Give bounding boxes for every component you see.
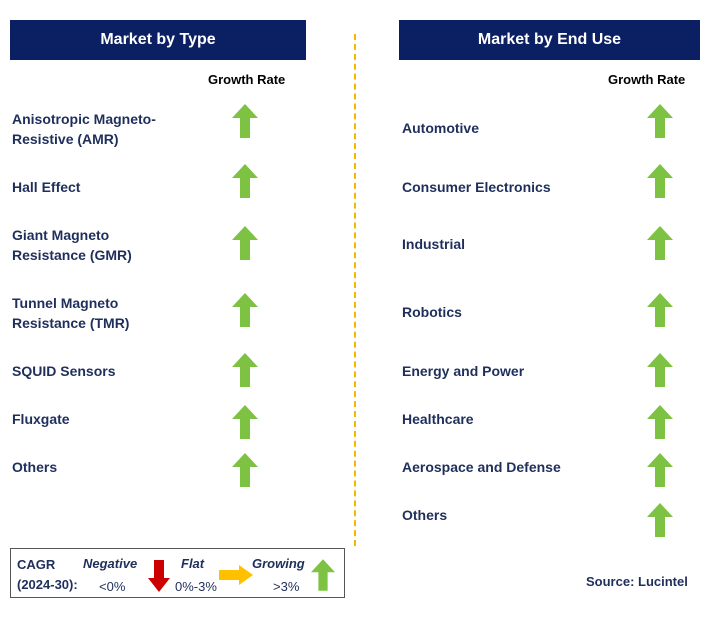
type-item-label: Tunnel Magneto (12, 295, 119, 311)
up-arrow-icon (647, 164, 673, 198)
right-arrow-icon (219, 565, 253, 585)
end-use-item-aerospace-and-defense: Aerospace and Defense (402, 459, 561, 475)
legend-title-line2: (2024-30): (17, 577, 78, 592)
market-by-end-use-title: Market by End Use (477, 31, 622, 48)
end-use-item-consumer-electronics: Consumer Electronics (402, 179, 551, 195)
type-item-label: Giant Magneto (12, 227, 110, 243)
type-item-label: Anisotropic Magneto- (12, 111, 156, 127)
end-use-item-others: Others (402, 507, 448, 523)
type-item-label: Hall Effect (12, 179, 81, 195)
legend-flat-label: Flat (181, 556, 205, 571)
market-by-end-use-header: Market by End Use (399, 20, 700, 60)
up-arrow-icon (232, 353, 258, 387)
type-item-label: Fluxgate (12, 411, 70, 427)
legend-growing-range: >3% (273, 579, 300, 594)
panel-divider (354, 34, 356, 546)
up-arrow-icon (232, 293, 258, 327)
type-item-amr: Anisotropic Magneto- Resistive (AMR) (12, 109, 156, 149)
market-by-type-title: Market by Type (100, 31, 216, 48)
right-growth-rate-header: Growth Rate (608, 72, 686, 87)
up-arrow-icon (232, 226, 258, 260)
source-credit: Source: Lucintel (586, 574, 688, 589)
down-arrow-icon (148, 560, 170, 592)
up-arrow-icon (311, 559, 335, 591)
up-arrow-icon (647, 353, 673, 387)
end-use-item-energy-and-power: Energy and Power (402, 363, 525, 379)
up-arrow-icon (647, 104, 673, 138)
up-arrow-icon (647, 405, 673, 439)
legend-negative-label: Negative (83, 556, 138, 571)
cagr-legend: CAGR (2024-30): Negative <0% Flat 0%-3% … (10, 548, 345, 598)
type-item-others: Others (12, 457, 57, 477)
up-arrow-icon (232, 164, 258, 198)
type-item-squid: SQUID Sensors (12, 361, 115, 381)
legend-title-line1: CAGR (17, 557, 56, 572)
legend-growing-label: Growing (252, 556, 305, 571)
up-arrow-icon (647, 226, 673, 260)
left-growth-rate-header: Growth Rate (208, 72, 286, 87)
type-item-label: Resistance (GMR) (12, 247, 132, 263)
type-item-label: Resistance (TMR) (12, 315, 130, 331)
up-arrow-icon (232, 405, 258, 439)
type-item-hall-effect: Hall Effect (12, 177, 80, 197)
end-use-item-industrial: Industrial (402, 236, 466, 252)
end-use-item-automotive: Automotive (402, 120, 479, 136)
end-use-item-robotics: Robotics (402, 304, 462, 320)
legend-negative-range: <0% (99, 579, 126, 594)
up-arrow-icon (647, 503, 673, 537)
up-arrow-icon (232, 104, 258, 138)
type-item-gmr: Giant Magneto Resistance (GMR) (12, 225, 132, 265)
up-arrow-icon (647, 293, 673, 327)
type-item-tmr: Tunnel Magneto Resistance (TMR) (12, 293, 129, 333)
up-arrow-icon (232, 453, 258, 487)
type-item-label: Resistive (AMR) (12, 131, 119, 147)
type-item-label: Others (12, 459, 58, 475)
legend-flat-range: 0%-3% (175, 579, 217, 594)
type-item-fluxgate: Fluxgate (12, 409, 70, 429)
end-use-item-healthcare: Healthcare (402, 411, 474, 427)
market-by-type-header: Market by Type (10, 20, 306, 60)
up-arrow-icon (647, 453, 673, 487)
type-item-label: SQUID Sensors (12, 363, 116, 379)
